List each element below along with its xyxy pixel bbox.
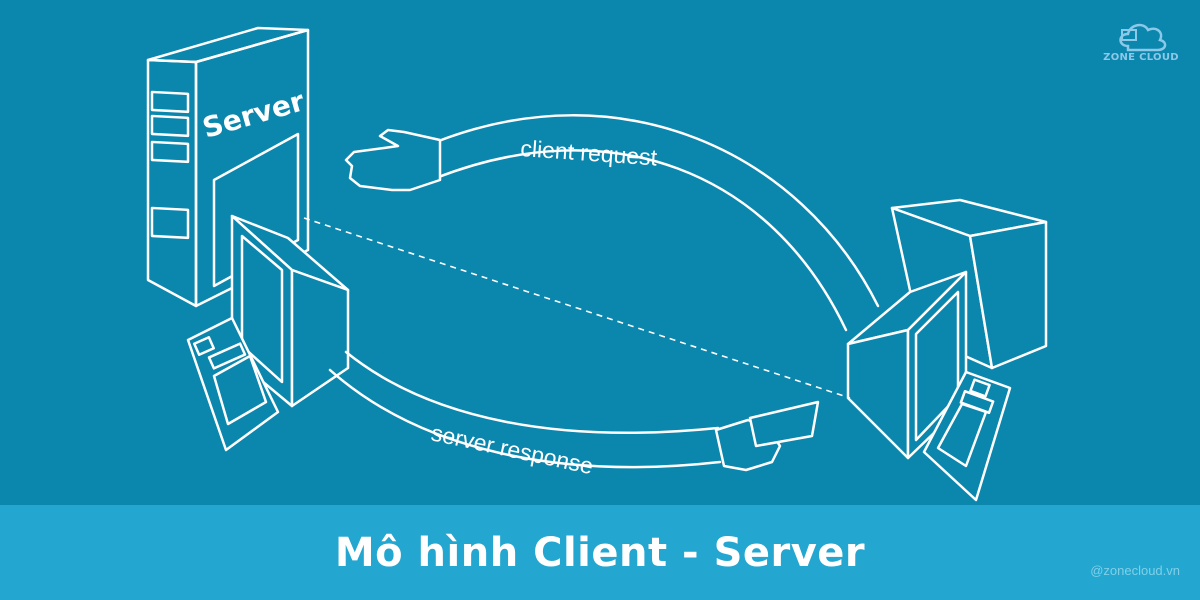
social-handle: @zonecloud.vn xyxy=(1090,563,1180,578)
logo-text: ZONE CLOUD xyxy=(1103,52,1179,63)
request-arm xyxy=(434,114,880,308)
connection-line xyxy=(303,217,851,399)
request-hand xyxy=(344,128,442,192)
response-arm xyxy=(344,350,720,435)
client-server-diagram: Server client request server response xyxy=(146,26,1048,502)
page-title: Mô hình Client - Server xyxy=(334,529,866,576)
footer-band: Mô hình Client - Server @zonecloud.vn xyxy=(0,505,1200,600)
zonecloud-logo: ZONE CLOUD xyxy=(1098,12,1184,68)
response-card xyxy=(748,400,820,448)
cloud-icon xyxy=(1119,23,1167,52)
client-keyboard xyxy=(922,370,1012,502)
client-machine xyxy=(846,198,1048,502)
server-machine xyxy=(146,26,350,452)
